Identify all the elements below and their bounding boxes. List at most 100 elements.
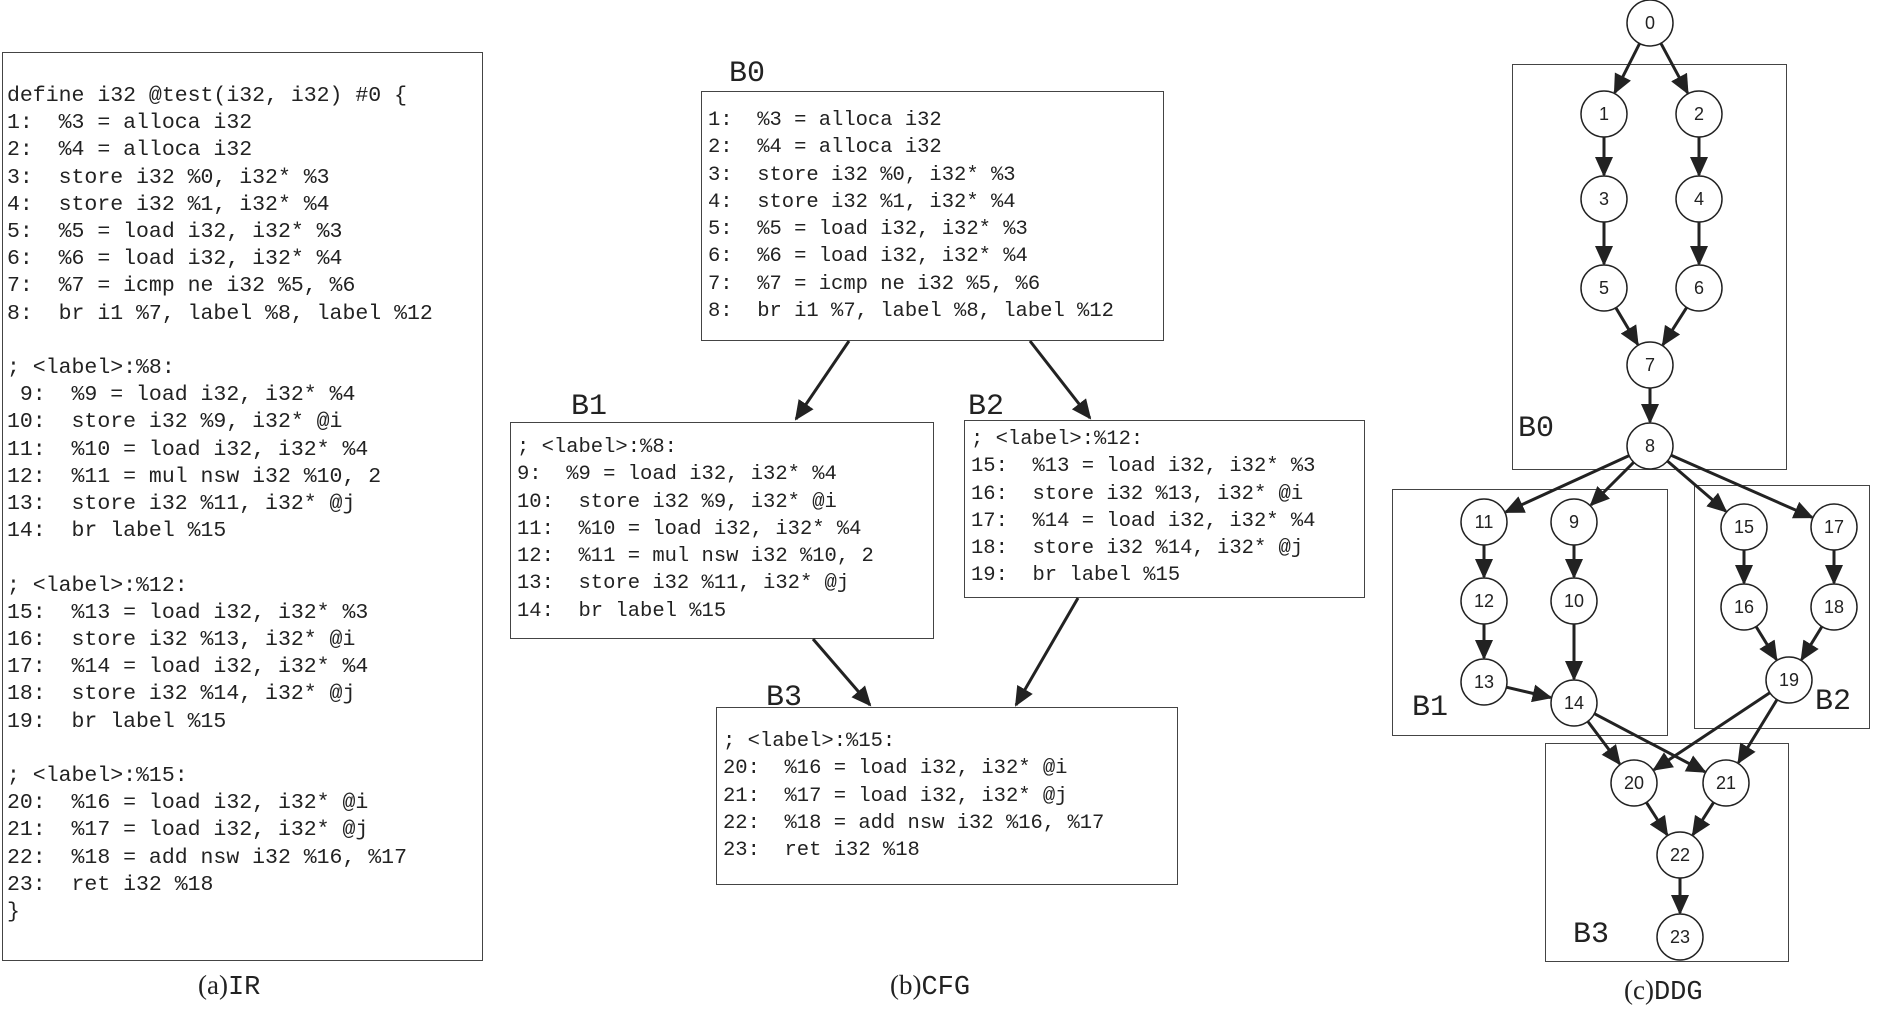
ddg-node-14: 14 xyxy=(1550,679,1598,727)
ddg-node-16: 16 xyxy=(1720,583,1768,631)
ddg-node-circle xyxy=(1580,264,1628,312)
cfg-block-code: ; <label>:%8: 9: %9 = load i32, i32* %4 … xyxy=(517,436,874,623)
ddg-edge-19-21 xyxy=(1737,698,1779,765)
ddg-node-circle xyxy=(1810,583,1858,631)
ddg-node-circle xyxy=(1656,913,1704,961)
ddg-node-circle xyxy=(1765,656,1813,704)
ddg-node-19: 19 xyxy=(1765,656,1813,704)
caption-name: CFG xyxy=(921,973,971,1003)
ddg-node-circle xyxy=(1580,175,1628,223)
ddg-node-circle xyxy=(1550,498,1598,546)
ddg-node-9: 9 xyxy=(1550,498,1598,546)
ddg-group-label: B1 xyxy=(1412,691,1449,725)
ddg-node-circle xyxy=(1460,577,1508,625)
ddg-node-circle xyxy=(1610,759,1658,807)
ddg-node-circle xyxy=(1460,498,1508,546)
ddg-node-label: 15 xyxy=(1734,517,1754,537)
ddg-node-label: 0 xyxy=(1645,13,1655,33)
ddg-node-label: 8 xyxy=(1645,436,1655,456)
ddg-node-label: 2 xyxy=(1694,104,1704,124)
ddg-node-3: 3 xyxy=(1580,175,1628,223)
ddg-edge-5-7 xyxy=(1614,306,1639,347)
ddg-node-15: 15 xyxy=(1720,503,1768,551)
ddg-node-label: 20 xyxy=(1624,773,1644,793)
ddg-edge-0-2 xyxy=(1659,42,1689,95)
ddg-edge-8-9 xyxy=(1589,461,1635,507)
ddg-node-circle xyxy=(1675,90,1723,138)
ddg-node-1: 1 xyxy=(1580,90,1628,138)
ddg-node-12: 12 xyxy=(1460,577,1508,625)
cfg-block-code: ; <label>:%15: 20: %16 = load i32, i32* … xyxy=(723,730,1105,863)
ddg-group-label: B2 xyxy=(1815,685,1852,719)
ddg-node-17: 17 xyxy=(1810,503,1858,551)
ddg-node-circle xyxy=(1720,583,1768,631)
cfg-block-code: 1: %3 = alloca i32 2: %4 = alloca i32 3:… xyxy=(708,109,1114,324)
ddg-node-20: 20 xyxy=(1610,759,1658,807)
ddg-node-21: 21 xyxy=(1702,759,1750,807)
ddg-edge-16-19 xyxy=(1754,625,1778,662)
ddg-node-circle xyxy=(1550,679,1598,727)
ddg-node-label: 23 xyxy=(1670,927,1690,947)
ddg-node-2: 2 xyxy=(1675,90,1723,138)
ddg-node-circle xyxy=(1702,759,1750,807)
ddg-node-label: 16 xyxy=(1734,597,1754,617)
ddg-node-circle xyxy=(1626,422,1674,470)
ddg-node-label: 9 xyxy=(1569,512,1579,532)
ddg-node-label: 14 xyxy=(1564,693,1584,713)
cfg-block-b1: ; <label>:%8: 9: %9 = load i32, i32* %4 … xyxy=(510,422,934,639)
ddg-edge-6-7 xyxy=(1661,306,1688,347)
ddg-node-circle xyxy=(1460,658,1508,706)
ddg-edge-8-17 xyxy=(1670,453,1814,519)
cfg-block-code: ; <label>:%12: 15: %13 = load i32, i32* … xyxy=(971,428,1316,588)
ddg-node-label: 7 xyxy=(1645,355,1655,375)
caption-letter: (c) xyxy=(1624,975,1654,1005)
ddg-node-label: 19 xyxy=(1779,670,1799,690)
ir-code-listing: define i32 @test(i32, i32) #0 { 1: %3 = … xyxy=(7,84,433,925)
ddg-node-13: 13 xyxy=(1460,658,1508,706)
ddg-edge-21-22 xyxy=(1691,801,1715,837)
ddg-node-label: 4 xyxy=(1694,189,1704,209)
ddg-node-7: 7 xyxy=(1626,341,1674,389)
ddg-node-circle xyxy=(1626,0,1674,47)
ddg-edge-0-1 xyxy=(1613,42,1641,95)
ddg-node-label: 11 xyxy=(1475,512,1494,532)
ddg-edge-13-14 xyxy=(1506,684,1553,703)
ddg-node-6: 6 xyxy=(1675,264,1723,312)
ddg-node-circle xyxy=(1675,175,1723,223)
cfg-block-title: B2 xyxy=(968,390,1005,424)
ddg-edge-19-20 xyxy=(1652,691,1771,771)
ddg-node-10: 10 xyxy=(1550,577,1598,625)
caption-ir: (a)IR xyxy=(198,970,260,1003)
caption-letter: (a) xyxy=(198,970,228,1000)
cfg-edge-b1-b3 xyxy=(811,638,872,707)
ddg-node-circle xyxy=(1550,577,1598,625)
ddg-node-23: 23 xyxy=(1656,913,1704,961)
ddg-group-label: B0 xyxy=(1518,412,1555,446)
ddg-node-label: 22 xyxy=(1670,845,1690,865)
ddg-node-label: 5 xyxy=(1599,278,1609,298)
ddg-edge-8-15 xyxy=(1666,459,1728,513)
ir-panel: define i32 @test(i32, i32) #0 { 1: %3 = … xyxy=(2,52,483,961)
ddg-edge-8-11 xyxy=(1503,454,1630,514)
ddg-node-11: 11 xyxy=(1460,498,1508,546)
caption-ddg: (c)DDG xyxy=(1624,975,1703,1008)
ddg-node-circle xyxy=(1656,831,1704,879)
ddg-node-22: 22 xyxy=(1656,831,1704,879)
ddg-edge-18-19 xyxy=(1800,625,1824,662)
ddg-edge-14-20 xyxy=(1586,720,1621,766)
ddg-node-8: 8 xyxy=(1626,422,1674,470)
ddg-node-circle xyxy=(1626,341,1674,389)
ddg-node-5: 5 xyxy=(1580,264,1628,312)
caption-cfg: (b)CFG xyxy=(890,970,970,1003)
ddg-node-label: 12 xyxy=(1474,591,1494,611)
cfg-edge-b2-b3 xyxy=(1014,597,1080,707)
caption-letter: (b) xyxy=(890,970,922,1000)
ddg-edge-14-21 xyxy=(1593,712,1707,774)
ddg-node-label: 13 xyxy=(1474,672,1494,692)
ddg-node-18: 18 xyxy=(1810,583,1858,631)
ddg-node-label: 1 xyxy=(1599,104,1609,124)
ddg-node-circle xyxy=(1720,503,1768,551)
ddg-node-label: 3 xyxy=(1599,189,1609,209)
cfg-block-title: B1 xyxy=(571,390,608,424)
